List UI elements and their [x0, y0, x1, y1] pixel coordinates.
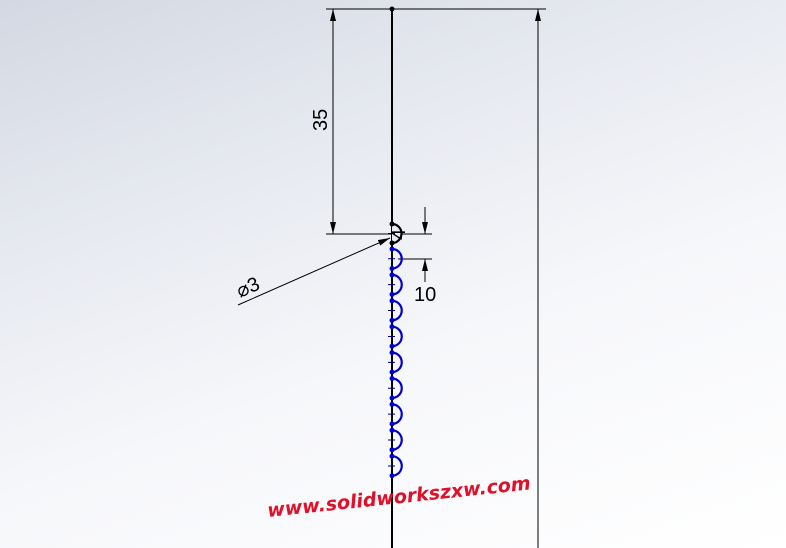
pattern-arc[interactable] — [391, 403, 403, 425]
blue-arc-pattern — [388, 230, 403, 479]
watermark: www.solidworkszxw.com — [266, 472, 531, 522]
arc-endpoint[interactable] — [389, 317, 395, 323]
pattern-arc[interactable] — [391, 325, 403, 348]
arc-endpoint[interactable] — [389, 298, 395, 304]
arc-endpoint[interactable] — [389, 272, 395, 278]
pattern-arc[interactable] — [391, 377, 403, 400]
arc-endpoint[interactable] — [389, 266, 395, 271]
dim-diameter-label[interactable]: ⌀3 — [233, 273, 263, 303]
arc-endpoint[interactable] — [389, 291, 395, 297]
arc-center-mark — [388, 462, 395, 470]
arc-endpoint[interactable] — [389, 427, 395, 433]
arc-center-mark — [388, 332, 395, 340]
pattern-arc[interactable] — [391, 429, 403, 451]
pattern-arc[interactable] — [391, 299, 403, 322]
pattern-arc[interactable] — [391, 247, 403, 270]
arc-center-mark — [388, 436, 395, 444]
arc-endpoint[interactable] — [389, 473, 395, 479]
arc-endpoint[interactable] — [389, 324, 395, 330]
diameter-leader — [237, 237, 391, 306]
arc-endpoint[interactable] — [389, 447, 395, 453]
arc-endpoint[interactable] — [389, 401, 395, 407]
arc-endpoint[interactable] — [389, 395, 395, 401]
dim-4-label[interactable]: 4 — [388, 229, 410, 240]
arc-center-mark — [388, 307, 395, 315]
arc-endpoint[interactable] — [389, 453, 395, 459]
first-arc — [391, 222, 403, 245]
arc-center-mark — [388, 255, 395, 263]
arc-center-mark — [388, 281, 395, 289]
arc-endpoint[interactable] — [389, 369, 395, 375]
pattern-arc[interactable] — [391, 351, 403, 374]
arc-center-mark — [388, 384, 395, 392]
arc-endpoint[interactable] — [389, 246, 395, 252]
dim-35-label[interactable]: 35 — [310, 109, 332, 131]
arc-center-mark — [388, 410, 395, 418]
top-point — [389, 6, 395, 12]
arc-endpoint[interactable] — [389, 421, 395, 427]
pattern-arc[interactable] — [391, 273, 403, 296]
dim-10-label[interactable]: 10 — [414, 284, 436, 306]
first-arc-center-mark — [388, 230, 395, 237]
arc-endpoint[interactable] — [389, 343, 395, 349]
pattern-arc[interactable] — [391, 455, 403, 477]
arc-endpoint[interactable] — [389, 376, 395, 381]
arc-center-mark — [388, 358, 395, 366]
arc-endpoint[interactable] — [389, 350, 395, 356]
